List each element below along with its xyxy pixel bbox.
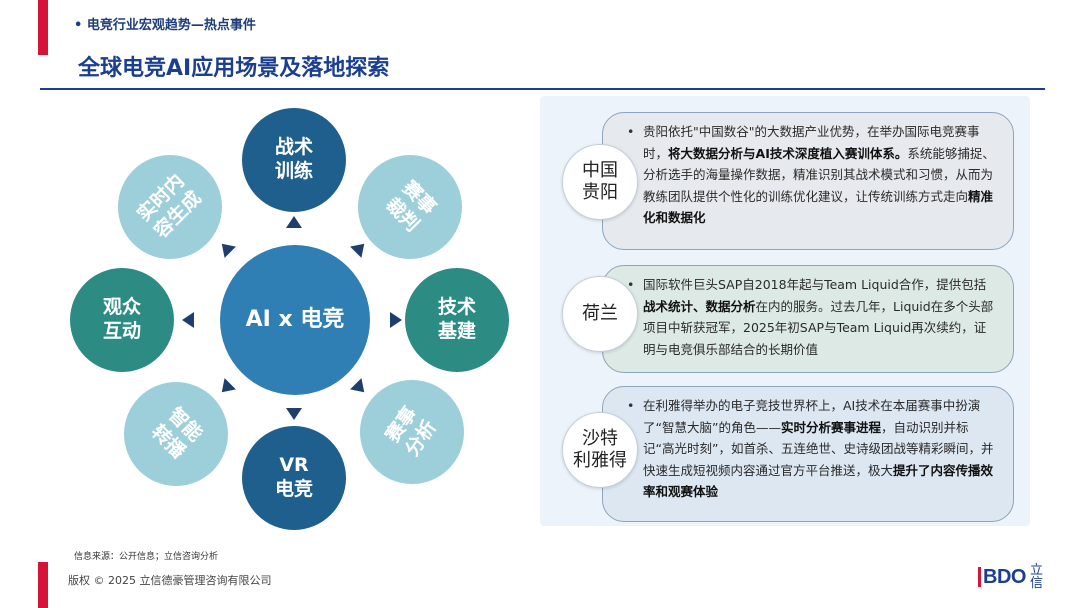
node-audience-interaction: 观众 互动 [70,268,174,372]
page-title: 全球电竞AI应用场景及落地探索 [78,50,389,82]
accent-bar-top [38,0,48,55]
bdo-logo: BDO 立 信 [978,562,1043,592]
case-text: 贵阳依托"中国数谷"的大数据产业优势，在举办国际电竞赛事时，将大数据分析与AI技… [627,121,995,229]
node-tactical-training: 战术 训练 [242,108,346,212]
title-divider [40,88,1045,90]
arrow-up-right-icon [350,238,370,258]
ai-esports-diagram: AI x 电竞 战术 训练 赛事 裁判 技术 基建 赛事 分析 VR 电竞 智能… [60,100,530,540]
arrow-down-right-icon [350,378,370,398]
case-card-netherlands: 国际软件巨头SAP自2018年起与Team Liquid合作，提供包括战术统计、… [602,265,1014,373]
source-note: 信息来源：公开信息；立信咨询分析 [74,549,218,562]
node-vr-esports: VR 电竞 [242,426,346,530]
section-kicker: • 电竞行业宏观趋势—热点事件 [74,14,256,33]
case-text: 在利雅得举办的电子竞技世界杯上，AI技术在本届赛事中扮演了“智慧大脑”的角色——… [627,395,995,503]
logo-bar-icon [978,567,981,587]
case-card-guiyang: 贵阳依托"中国数谷"的大数据产业优势，在举办国际电竞赛事时，将大数据分析与AI技… [602,112,1014,250]
arrow-down-left-icon [216,378,236,398]
copyright-note: 版权 © 2025 立信德豪管理咨询有限公司 [68,572,271,588]
node-match-referee: 赛事 裁判 [336,133,483,280]
arrow-left-icon [182,312,194,328]
center-hub: AI x 电竞 [220,245,370,395]
arrow-down-icon [286,408,302,420]
region-badge-guiyang: 中国 贵阳 [562,144,638,220]
logo-text: BDO [983,566,1026,589]
arrow-right-icon [390,312,402,328]
region-badge-riyadh: 沙特 利雅得 [562,412,638,488]
accent-bar-bottom [38,562,48,608]
arrow-up-icon [286,216,302,228]
logo-cn-text: 立 信 [1030,564,1043,590]
region-badge-netherlands: 荷兰 [562,276,638,352]
node-realtime-content: 实时内 容生成 [96,133,243,280]
case-card-riyadh: 在利雅得举办的电子竞技世界杯上，AI技术在本届赛事中扮演了“智慧大脑”的角色——… [602,386,1014,522]
case-text: 国际软件巨头SAP自2018年起与Team Liquid合作，提供包括战术统计、… [627,274,995,360]
arrow-up-left-icon [216,238,236,258]
node-tech-infrastructure: 技术 基建 [405,268,509,372]
